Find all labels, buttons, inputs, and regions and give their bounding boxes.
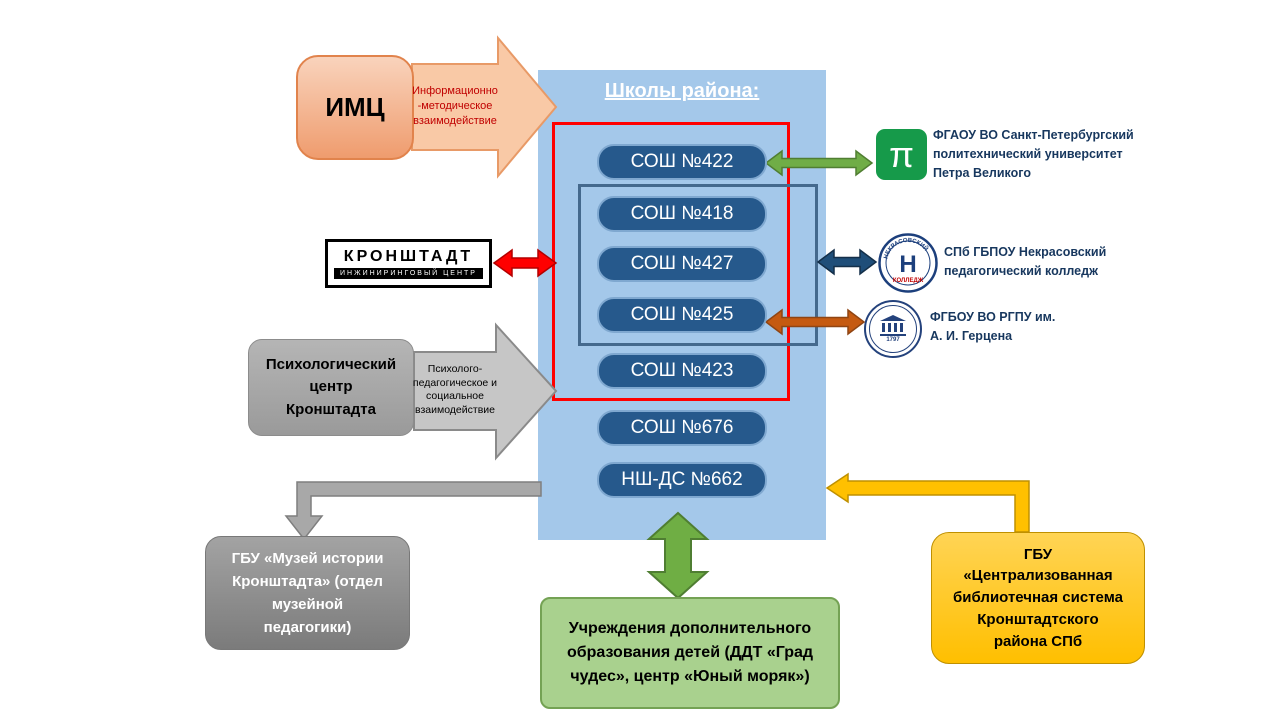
psych-arrow-label: Психолого- педагогическое и социальное в… <box>412 363 498 416</box>
library-elbow-arrow <box>825 472 1030 533</box>
herzen-logo-year: 1797 <box>886 337 900 343</box>
nekrasov-label: СПб ГБПОУ Некрасовский педагогический ко… <box>944 245 1107 278</box>
extra-education-box: Учреждения дополнительного образования д… <box>540 597 840 709</box>
library-box: ГБУ «Централизованная библиотечная систе… <box>931 532 1145 664</box>
pi-icon: π <box>889 133 914 175</box>
panel-title: Школы района: <box>604 80 760 102</box>
school-node-418: СОШ №418 <box>597 196 767 232</box>
herzen-emblem: 1797 <box>869 305 917 353</box>
polytech-logo: π <box>876 129 927 180</box>
imc-arrow-label: Информационно -методическое взаимодейств… <box>412 85 498 127</box>
herzen-university-logo: 1797 <box>864 300 922 358</box>
imc-box: ИМЦ <box>296 55 414 160</box>
museum-box: ГБУ «Музей истории Кронштадта» (отдел му… <box>205 536 410 650</box>
svg-text:Н: Н <box>899 251 916 278</box>
nekrasov-double-arrow <box>816 248 878 276</box>
imc-label: ИМЦ <box>325 92 385 122</box>
engineering-center-box: КРОНШТАДТ ИНЖИНИРИНГОВЫЙ ЦЕНТР <box>325 239 492 288</box>
school-node-425: СОШ №425 <box>597 297 767 333</box>
school-node-423: СОШ №423 <box>597 353 767 389</box>
school-node-662: НШ-ДС №662 <box>597 462 767 498</box>
herzen-label: ФГБОУ ВО РГПУ им. А. И. Герцена <box>930 310 1056 343</box>
school-node-676: СОШ №676 <box>597 410 767 446</box>
museum-elbow-arrow <box>284 481 542 541</box>
engineering-center-subtitle: ИНЖИНИРИНГОВЫЙ ЦЕНТР <box>334 268 483 279</box>
nekrasov-college-logo: НЕКРАСОВСКИЙ Н КОЛЛЕДЖ <box>878 233 938 293</box>
school-node-422: СОШ №422 <box>597 144 767 180</box>
steel-group-outline <box>578 184 818 346</box>
svg-text:КОЛЛЕДЖ: КОЛЛЕДЖ <box>893 278 924 284</box>
nekrasov-college-emblem-icon: НЕКРАСОВСКИЙ Н КОЛЛЕДЖ <box>878 233 938 293</box>
psych-center-box: Психологический центр Кронштадта <box>248 339 414 436</box>
school-node-427: СОШ №427 <box>597 246 767 282</box>
herzen-emblem-icon <box>880 315 906 336</box>
polytech-label: ФГАОУ ВО Санкт-Петербургский политехниче… <box>933 128 1134 180</box>
engineering-center-name: КРОНШТАДТ <box>343 248 474 265</box>
